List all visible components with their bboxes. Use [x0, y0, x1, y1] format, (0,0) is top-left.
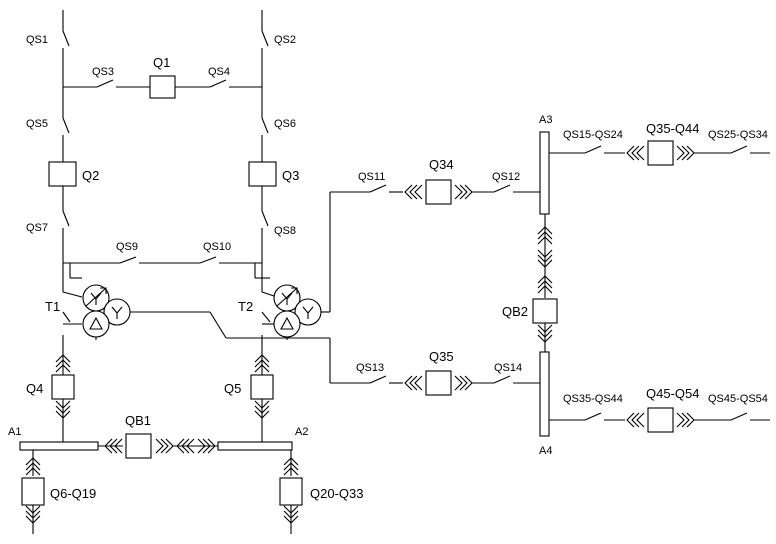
- left-feeder: [48, 10, 77, 292]
- label-q5: Q5: [224, 381, 241, 396]
- labels: QS1 QS2 QS3 Q1 QS4 QS5 QS6 Q2 Q3 QS7 QS8…: [8, 34, 768, 501]
- label-qs12: QS12: [492, 171, 520, 183]
- label-a1: A1: [8, 426, 21, 438]
- label-q3: Q3: [282, 168, 299, 183]
- label-qs11: QS11: [358, 171, 385, 183]
- label-a3: A3: [539, 114, 552, 126]
- label-qs45-qs54: QS45-QS54: [708, 393, 768, 405]
- label-t2: T2: [238, 299, 253, 314]
- a3-outgoing: [549, 140, 770, 166]
- label-q20-q33: Q20-Q33: [310, 486, 363, 501]
- transformer-t2: [226, 191, 370, 384]
- label-qs9: QS9: [116, 241, 138, 253]
- label-qs5: QS5: [26, 118, 48, 130]
- transformer-t1: [62, 284, 227, 340]
- label-qs1: QS1: [26, 34, 48, 46]
- label-qs10: QS10: [203, 241, 231, 253]
- lower-left: [19, 335, 123, 534]
- label-qs14: QS14: [494, 362, 522, 374]
- label-q35-q44: Q35-Q44: [646, 121, 699, 136]
- label-qs7: QS7: [26, 222, 48, 234]
- q35-branch: [369, 370, 540, 396]
- top-bridge: [63, 75, 262, 99]
- label-qb2: QB2: [502, 304, 528, 319]
- label-qs25-qs34: QS25-QS34: [708, 129, 768, 141]
- label-qs13: QS13: [356, 362, 384, 374]
- label-qs4: QS4: [208, 66, 230, 78]
- label-qs6: QS6: [274, 118, 296, 130]
- qb1-tie: [104, 433, 218, 459]
- a4-outgoing: [549, 407, 770, 433]
- q34-branch: [369, 179, 540, 205]
- label-q4: Q4: [26, 381, 43, 396]
- label-qb1: QB1: [125, 413, 151, 428]
- right-feeder: [248, 10, 277, 292]
- label-q35: Q35: [429, 349, 454, 364]
- label-qs35-qs44: QS35-QS44: [563, 393, 623, 405]
- label-q45-q54: Q45-Q54: [646, 386, 699, 401]
- label-q2: Q2: [82, 168, 99, 183]
- label-a4: A4: [539, 445, 552, 457]
- label-qs2: QS2: [274, 34, 296, 46]
- label-a2: A2: [295, 426, 308, 438]
- right-busbars: [532, 131, 558, 437]
- label-q34: Q34: [429, 157, 454, 172]
- label-q1: Q1: [153, 55, 170, 70]
- label-qs15-qs24: QS15-QS24: [563, 129, 623, 141]
- lower-right: [217, 335, 303, 534]
- label-qs3: QS3: [92, 66, 114, 78]
- middle-bridge: [63, 256, 270, 279]
- label-qs8: QS8: [274, 225, 296, 237]
- label-t1: T1: [45, 299, 60, 314]
- label-q6-q19: Q6-Q19: [50, 486, 96, 501]
